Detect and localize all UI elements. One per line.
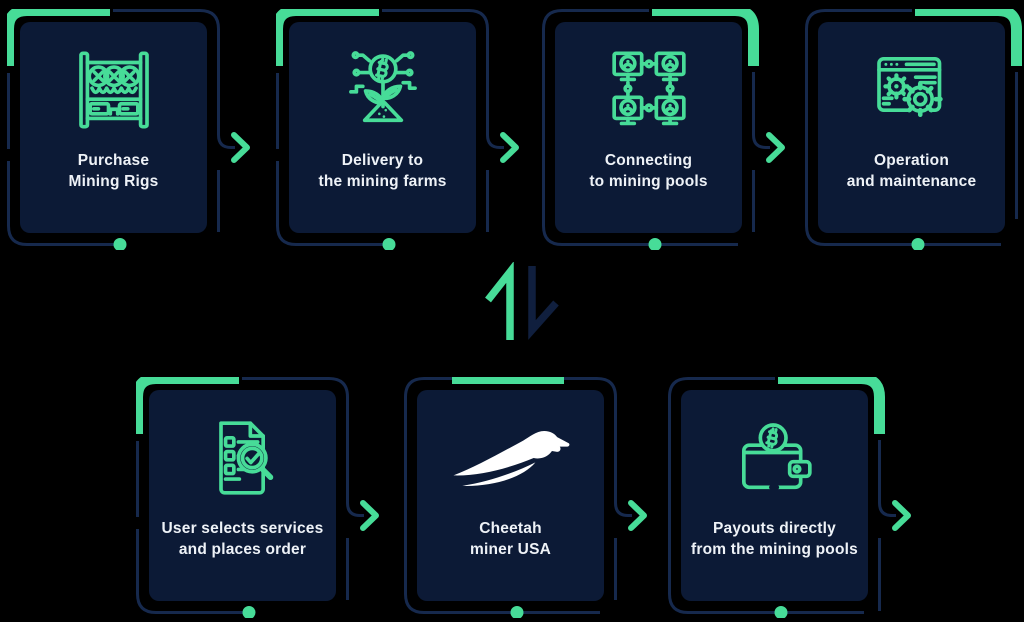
step-label: Connecting to mining pools <box>589 152 708 191</box>
step-card: Cheetah miner USA <box>417 390 604 601</box>
large-gear <box>901 81 943 118</box>
circuit-dot <box>648 238 662 250</box>
browser-gears-icon <box>876 57 943 118</box>
step-delivery-to-farms: Delivery to the mining farms <box>276 9 519 250</box>
circuit-dot <box>242 606 256 618</box>
step-purchase-mining-rigs: Purchase Mining Rigs <box>7 9 250 250</box>
circuit-dot <box>911 238 925 250</box>
step-label: Delivery to the mining farms <box>318 152 447 191</box>
step-card: Payouts directly from the mining pools <box>681 390 868 601</box>
step-label: Purchase Mining Rigs <box>68 152 159 191</box>
circuit-dot <box>774 606 788 618</box>
chevron-right-arrow-icon <box>892 500 911 531</box>
swap-arrows-icon <box>485 262 559 340</box>
circuit-dot <box>382 238 396 250</box>
circuit-dot <box>510 606 524 618</box>
chevron-right-arrow-icon <box>231 132 250 163</box>
small-gear <box>882 73 910 100</box>
wallet-bitcoin-icon <box>741 423 812 490</box>
step-card: Purchase Mining Rigs <box>20 22 207 233</box>
step-card: Connecting to mining pools <box>555 22 742 233</box>
step-label: Payouts directly from the mining pools <box>691 520 858 559</box>
cheetah-logo <box>452 430 569 486</box>
step-payouts: Payouts directly from the mining pools <box>668 377 911 618</box>
step-label: Operation and maintenance <box>846 152 977 191</box>
chevron-right-arrow-icon <box>628 500 647 531</box>
step-card: User selects services and places order <box>149 390 336 601</box>
mining-pools-network-icon <box>611 51 686 126</box>
mining-rig-icon <box>78 51 149 129</box>
chevron-right-arrow-icon <box>360 500 379 531</box>
step-card: Operation and maintenance <box>818 22 1005 233</box>
step-connecting-pools: Connecting to mining pools <box>542 9 785 250</box>
chevron-right-arrow-icon <box>766 132 785 163</box>
order-checklist-magnifier-icon <box>218 421 273 495</box>
step-card: Delivery to the mining farms <box>289 22 476 233</box>
step-operation-maintenance: Operation and maintenance <box>805 9 1022 250</box>
step-cheetah-miner-usa: Cheetah miner USA <box>404 377 647 618</box>
circuit-dot <box>113 238 127 250</box>
step-user-order: User selects services and places order <box>136 377 379 618</box>
step-label: User selects services and places order <box>161 520 324 559</box>
step-label: Cheetah miner USA <box>469 520 552 559</box>
chevron-right-arrow-icon <box>500 132 519 163</box>
bitcoin-plant-icon <box>348 51 417 123</box>
